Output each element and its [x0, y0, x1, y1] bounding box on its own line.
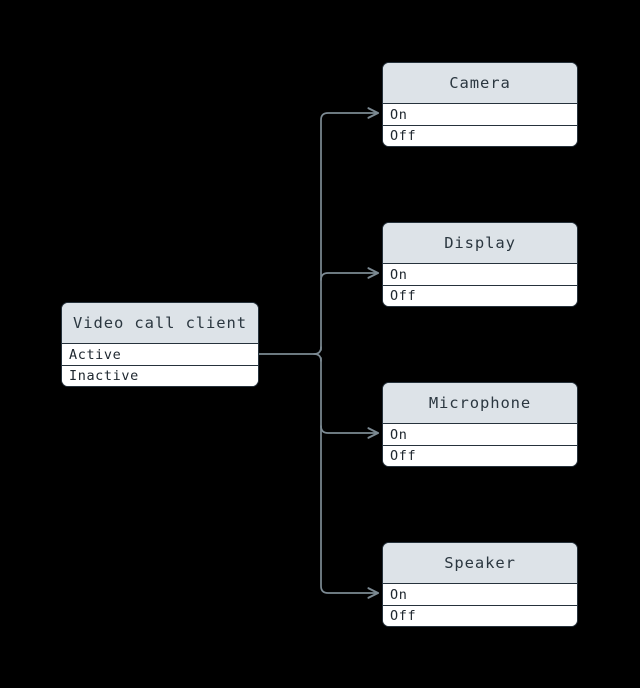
node-title-speaker: Speaker: [383, 543, 577, 584]
edge-client-to-display: [320, 267, 380, 281]
node-row-microphone-on[interactable]: On: [383, 424, 577, 445]
edge-client-to-camera: [320, 107, 380, 351]
node-row-display-on[interactable]: On: [383, 264, 577, 285]
node-row-inactive[interactable]: Inactive: [62, 365, 258, 386]
node-camera[interactable]: Camera On Off: [382, 62, 578, 147]
node-video-call-client[interactable]: Video call client Active Inactive: [61, 302, 259, 387]
node-row-microphone-off[interactable]: Off: [383, 445, 577, 466]
node-title-camera: Camera: [383, 63, 577, 104]
node-row-camera-on[interactable]: On: [383, 104, 577, 125]
node-row-active[interactable]: Active: [62, 344, 258, 365]
node-row-camera-off[interactable]: Off: [383, 125, 577, 146]
node-row-speaker-on[interactable]: On: [383, 584, 577, 605]
node-microphone[interactable]: Microphone On Off: [382, 382, 578, 467]
edge-client-to-speaker: [320, 357, 380, 599]
edge-trunk: [258, 346, 322, 355]
edge-trunk-lower: [313, 353, 322, 362]
node-speaker[interactable]: Speaker On Off: [382, 542, 578, 627]
node-title-video-call-client: Video call client: [62, 303, 258, 344]
node-row-speaker-off[interactable]: Off: [383, 605, 577, 626]
node-title-display: Display: [383, 223, 577, 264]
node-row-display-off[interactable]: Off: [383, 285, 577, 306]
node-display[interactable]: Display On Off: [382, 222, 578, 307]
edge-client-to-microphone: [320, 425, 380, 439]
node-title-microphone: Microphone: [383, 383, 577, 424]
